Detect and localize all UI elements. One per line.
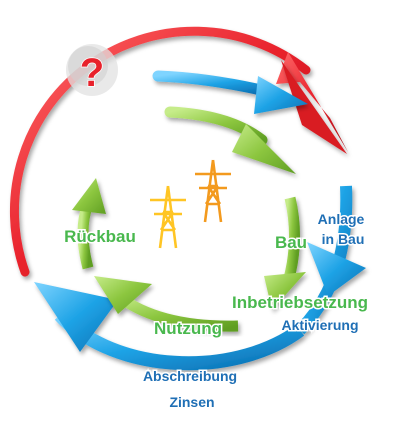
blue-arrow-top bbox=[152, 70, 308, 114]
label-aktivierung: Aktivierung bbox=[281, 317, 358, 333]
pylon-icon bbox=[195, 159, 231, 223]
label-nutzung: Nutzung bbox=[154, 319, 222, 338]
question-mark-text: ? bbox=[80, 51, 104, 95]
blue-arrow-right bbox=[295, 185, 366, 335]
label-bau: Bau bbox=[275, 233, 307, 252]
red-arrowhead bbox=[281, 60, 347, 154]
question-mark: ? bbox=[66, 44, 118, 96]
label-zinsen: Zinsen bbox=[169, 394, 214, 410]
label-rueckbau: Rückbau bbox=[64, 227, 136, 246]
label-abschreibung: Abschreibung bbox=[143, 368, 237, 384]
green-arrow-top bbox=[164, 106, 296, 174]
label-in-bau: in Bau bbox=[322, 231, 365, 247]
label-inbetriebsetzung: Inbetriebsetzung bbox=[232, 293, 368, 312]
green-arrow-right bbox=[264, 196, 306, 310]
label-anlage: Anlage bbox=[318, 211, 365, 227]
green-arrow-bottom bbox=[94, 276, 239, 332]
green-arrow-left bbox=[72, 178, 106, 270]
pylon-icon bbox=[150, 185, 186, 249]
blue-arrow-bottom bbox=[34, 282, 305, 371]
